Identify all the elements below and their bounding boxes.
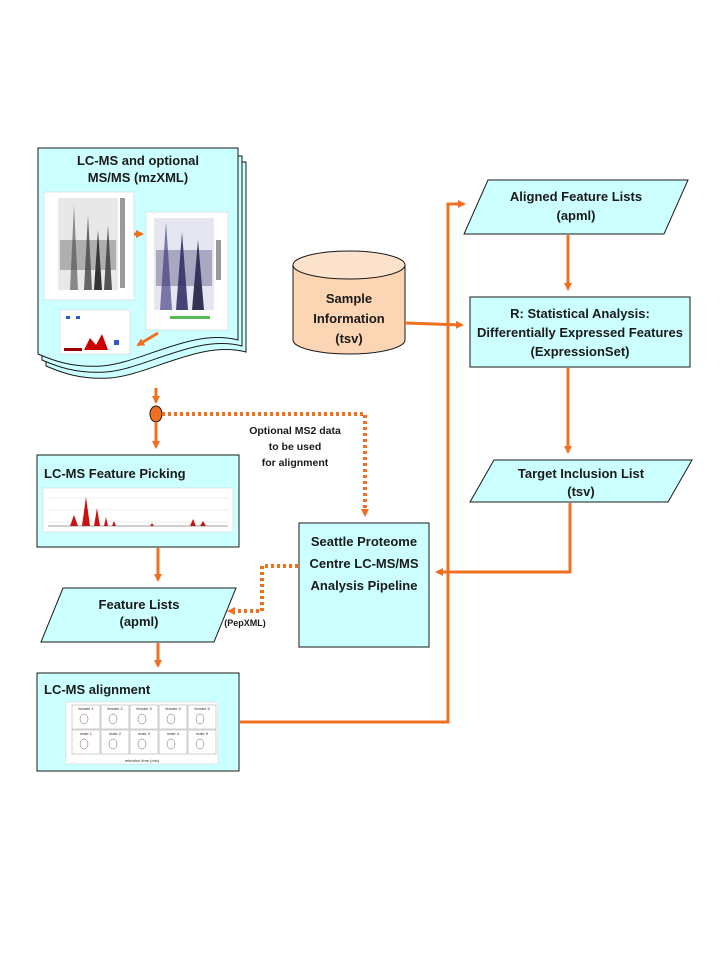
arrow-target-to-pipeline <box>435 503 572 576</box>
lcms-msms-heatmap-image <box>145 211 229 331</box>
alignment-panel-label: male 4 <box>167 731 180 736</box>
lcms-heatmap-image <box>43 191 135 301</box>
spc-line3: Analysis Pipeline <box>311 578 418 593</box>
feature-lists-parallelogram: Feature Lists (apml) <box>40 587 237 643</box>
spc-line1: Seattle Proteome <box>311 534 417 549</box>
spc-line2: Centre LC-MS/MS <box>309 556 418 571</box>
arrow-alignment-to-aligned-lists <box>240 200 466 724</box>
alignment-panel <box>187 704 217 730</box>
alignment-panel <box>71 704 101 730</box>
msms-spectrum-image <box>59 309 131 355</box>
dotted-arrow-pepxml <box>227 564 298 615</box>
sample-info-line2: Information <box>313 311 385 326</box>
lcms-input-title-line1: LC-MS and optional <box>77 153 199 168</box>
alignment-panel-label: female 2 <box>107 706 123 711</box>
alignment-contour <box>137 738 147 750</box>
alignment-panel <box>71 729 101 755</box>
arrow-sample-to-stats <box>404 320 464 329</box>
image-arrow-2 <box>136 331 159 347</box>
alignment-panel <box>129 729 159 755</box>
feature-picking-spectrum-image <box>42 487 234 533</box>
feature-picking-label: LC-MS Feature Picking <box>44 466 186 481</box>
alignment-panel <box>158 704 188 730</box>
lcms-alignment-label: LC-MS alignment <box>44 682 151 697</box>
dotted-arrow-optional-ms2 <box>162 412 369 517</box>
sample-info-line3: (tsv) <box>335 331 362 346</box>
alignment-panel <box>100 729 130 755</box>
alignment-panel-label: male 2 <box>109 731 122 736</box>
alignment-contour <box>79 738 89 750</box>
target-inclusion-line1: Target Inclusion List <box>518 466 645 481</box>
aligned-feature-lists-parallelogram: Aligned Feature Lists (apml) <box>463 179 689 235</box>
alignment-panel <box>158 729 188 755</box>
feature-lists-line1: Feature Lists <box>99 597 180 612</box>
stat-analysis-line1: R: Statistical Analysis: <box>510 306 650 321</box>
alignment-panel-label: female 3 <box>136 706 152 711</box>
stat-analysis-box: R: Statistical Analysis: Differentially … <box>469 296 691 368</box>
alignment-contour <box>195 713 205 725</box>
feature-picking-box: LC-MS Feature Picking <box>36 454 240 548</box>
alignment-panel <box>187 729 217 755</box>
stat-analysis-line2: Differentially Expressed Features <box>477 325 683 340</box>
alignment-contour <box>195 738 205 750</box>
alignment-panel-label: male 1 <box>80 731 93 736</box>
alignment-contour <box>108 713 118 725</box>
sample-info-cylinder: Sample Information (tsv) <box>292 250 406 355</box>
aligned-lists-line2: (apml) <box>557 208 596 223</box>
alignment-contour <box>166 713 176 725</box>
alignment-xaxis-label: retention time (min) <box>125 758 160 763</box>
alignment-panel-label: male 5 <box>196 731 209 736</box>
lcms-alignment-box: LC-MS alignment female 1 female 2 female 3… <box>36 672 240 772</box>
sample-info-line1: Sample <box>326 291 372 306</box>
junction-node <box>149 405 163 423</box>
alignment-panel-image: female 1 female 2 female 3 female 4 female 5… <box>65 701 219 765</box>
optional-ms2-line1: Optional MS2 data <box>249 425 341 437</box>
optional-ms2-line2: to be used <box>269 441 322 453</box>
lcms-input-document: LC-MS and optional MS/MS (mzXML) <box>37 147 247 379</box>
alignment-panel-label: male 3 <box>138 731 151 736</box>
target-inclusion-line2: (tsv) <box>567 484 594 499</box>
alignment-contour <box>166 738 176 750</box>
aligned-lists-line1: Aligned Feature Lists <box>510 189 642 204</box>
target-inclusion-parallelogram: Target Inclusion List (tsv) <box>469 459 693 503</box>
alignment-panel-label: female 5 <box>194 706 210 711</box>
pepxml-label: (PepXML) <box>224 618 266 628</box>
lcms-input-title-line2: MS/MS (mzXML) <box>88 170 188 185</box>
feature-lists-line2: (apml) <box>120 614 159 629</box>
alignment-contour <box>137 713 147 725</box>
spc-pipeline-box: Seattle Proteome Centre LC-MS/MS Analysi… <box>298 522 430 648</box>
optional-ms2-line3: for alignment <box>262 457 329 469</box>
alignment-panel-label: female 1 <box>78 706 94 711</box>
alignment-panel <box>100 704 130 730</box>
alignment-panel <box>129 704 159 730</box>
alignment-contour <box>108 738 118 750</box>
stat-analysis-line3: (ExpressionSet) <box>531 344 630 359</box>
alignment-contour <box>79 713 89 725</box>
alignment-panel-label: female 4 <box>165 706 181 711</box>
